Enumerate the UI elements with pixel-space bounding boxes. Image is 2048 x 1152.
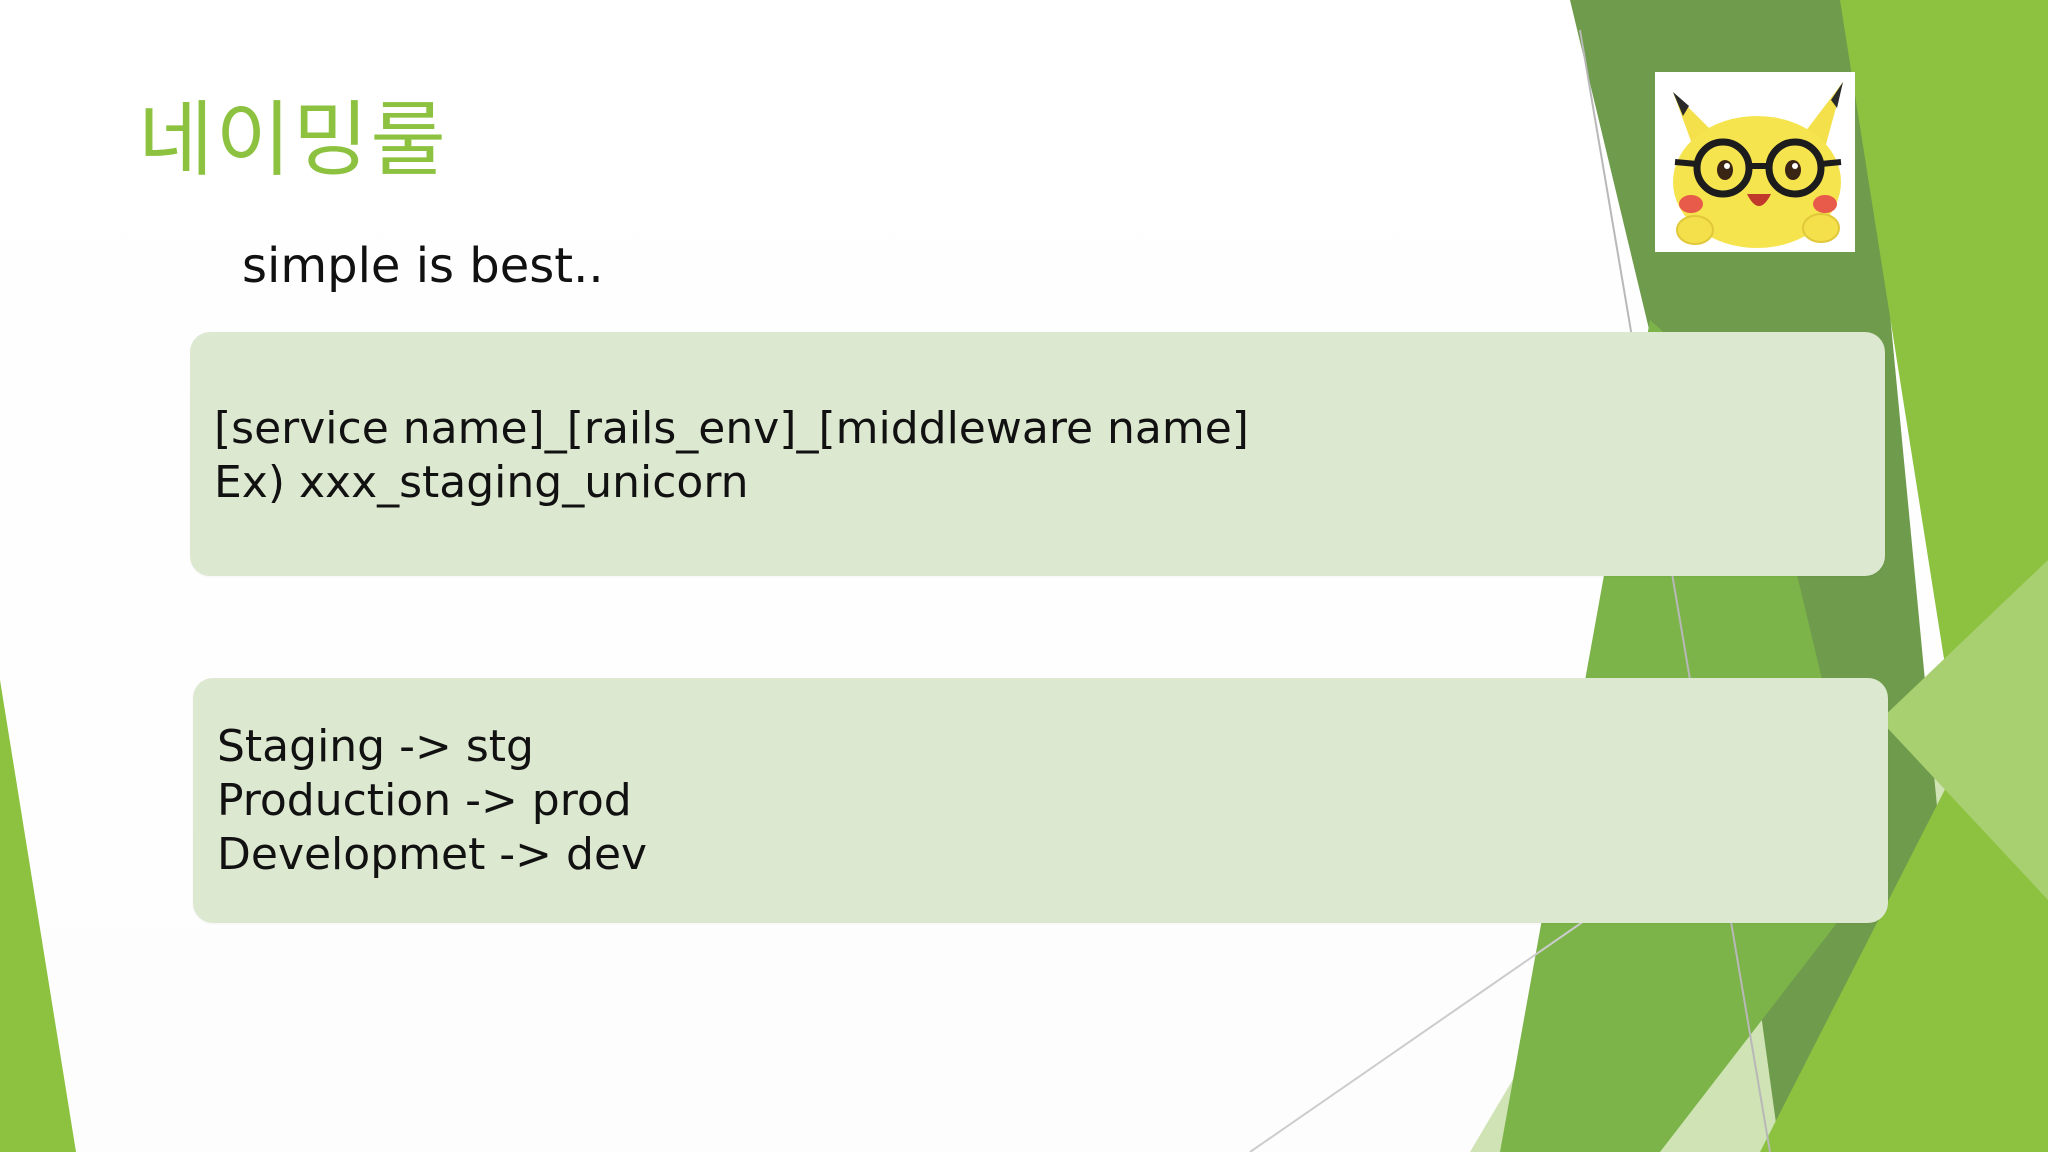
naming-pattern-box: [service name]_[rails_env]_[middleware n… <box>190 332 1885 576</box>
slide-subtitle: simple is best.. <box>242 238 604 294</box>
thin-line-2 <box>1249 909 1601 1152</box>
env-abbreviation-text: Staging -> stg Production -> prod Develo… <box>217 720 647 882</box>
env-production-line: Production -> prod <box>217 775 632 826</box>
env-development-line: Developmet -> dev <box>217 829 648 880</box>
pikachu-with-glasses-icon <box>1655 72 1855 252</box>
naming-pattern-text: [service name]_[rails_env]_[middleware n… <box>214 402 1249 510</box>
right-pale-shape <box>1880 560 2048 900</box>
left-green-shape <box>0 680 76 1152</box>
thin-line-1 <box>1579 29 1771 1152</box>
naming-pattern-line: [service name]_[rails_env]_[middleware n… <box>214 403 1249 454</box>
env-abbreviation-box: Staging -> stg Production -> prod Develo… <box>193 678 1888 923</box>
env-staging-line: Staging -> stg <box>217 721 534 772</box>
naming-example-line: Ex) xxx_staging_unicorn <box>214 457 749 508</box>
right-bright-shape <box>1760 0 2048 1152</box>
slide-title: 네이밍룰 <box>138 93 448 188</box>
